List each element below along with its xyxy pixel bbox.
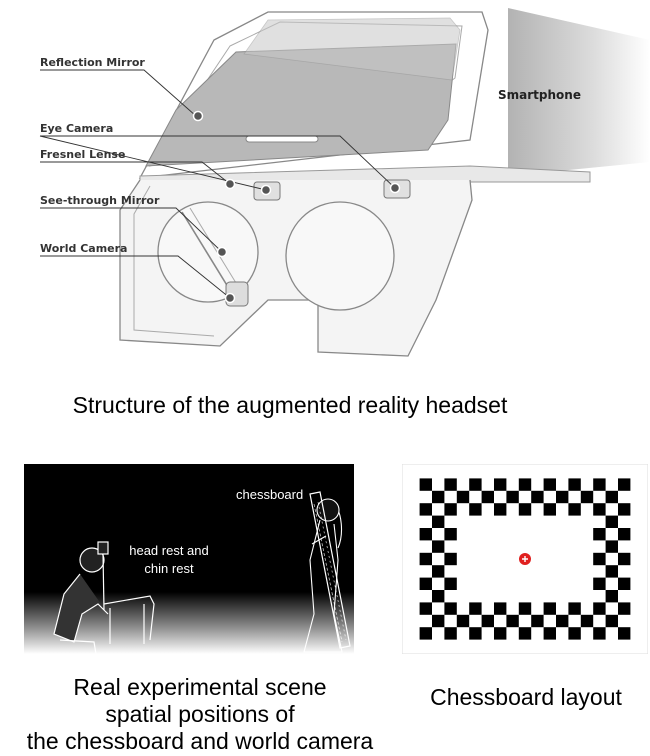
label-reflection-mirror: Reflection Mirror bbox=[40, 56, 145, 69]
chess-square bbox=[494, 503, 506, 515]
chess-square bbox=[506, 491, 518, 503]
chess-square bbox=[568, 478, 580, 490]
chess-square bbox=[482, 491, 494, 503]
chess-square bbox=[420, 602, 432, 614]
chess-square bbox=[432, 540, 444, 552]
chess-square bbox=[618, 478, 630, 490]
chess-square bbox=[444, 528, 456, 540]
chess-square bbox=[420, 578, 432, 590]
label-fresnel-lense: Fresnel Lense bbox=[40, 148, 125, 161]
chess-square bbox=[420, 503, 432, 515]
chess-square bbox=[593, 602, 605, 614]
chess-square bbox=[606, 540, 618, 552]
chess-square bbox=[432, 615, 444, 627]
chess-square bbox=[544, 602, 556, 614]
chess-square bbox=[432, 491, 444, 503]
experimental-scene: chessboard head rest and chin rest bbox=[24, 464, 354, 654]
board-caption: Chessboard layout bbox=[402, 684, 650, 711]
chess-square bbox=[618, 602, 630, 614]
chess-square bbox=[444, 553, 456, 565]
chess-square bbox=[556, 615, 568, 627]
chess-square bbox=[618, 578, 630, 590]
chess-square bbox=[618, 528, 630, 540]
chess-square bbox=[606, 491, 618, 503]
chess-square bbox=[444, 602, 456, 614]
chess-square bbox=[506, 615, 518, 627]
chess-square bbox=[420, 528, 432, 540]
chess-square bbox=[544, 627, 556, 639]
chess-square bbox=[593, 553, 605, 565]
right-eye-lens bbox=[286, 202, 394, 310]
chess-square bbox=[544, 503, 556, 515]
chess-square bbox=[469, 503, 481, 515]
chess-square bbox=[482, 615, 494, 627]
chess-square bbox=[606, 565, 618, 577]
chess-square bbox=[494, 478, 506, 490]
chess-square bbox=[593, 578, 605, 590]
chess-square bbox=[420, 553, 432, 565]
chess-square bbox=[457, 615, 469, 627]
chess-square bbox=[494, 602, 506, 614]
chess-square bbox=[618, 503, 630, 515]
chess-square bbox=[444, 503, 456, 515]
chess-square bbox=[444, 578, 456, 590]
chess-square bbox=[432, 516, 444, 528]
chess-square bbox=[593, 528, 605, 540]
chess-square bbox=[469, 478, 481, 490]
chess-square bbox=[531, 491, 543, 503]
chess-square bbox=[469, 627, 481, 639]
chess-square bbox=[420, 627, 432, 639]
chess-square bbox=[469, 602, 481, 614]
chess-square bbox=[606, 516, 618, 528]
chess-square bbox=[519, 627, 531, 639]
headrest-label: head rest and chin rest bbox=[114, 542, 224, 578]
chess-square bbox=[457, 491, 469, 503]
chessboard-label: chessboard bbox=[236, 486, 303, 504]
label-world-camera: World Camera bbox=[40, 242, 127, 255]
label-smartphone: Smartphone bbox=[498, 88, 581, 102]
chess-square bbox=[568, 627, 580, 639]
headset-diagram: Reflection Mirror Eye Camera Fresnel Len… bbox=[0, 0, 650, 370]
chessboard-pattern bbox=[402, 464, 648, 654]
chess-square bbox=[606, 590, 618, 602]
chess-square bbox=[432, 590, 444, 602]
label-eye-camera: Eye Camera bbox=[40, 122, 113, 135]
chess-square bbox=[593, 478, 605, 490]
chess-square bbox=[544, 478, 556, 490]
headset-caption: Structure of the augmented reality heads… bbox=[0, 392, 580, 419]
scene-caption: Real experimental scene spatial position… bbox=[0, 674, 400, 755]
chess-square bbox=[519, 602, 531, 614]
chess-square bbox=[519, 503, 531, 515]
chess-square bbox=[556, 491, 568, 503]
chess-square bbox=[581, 491, 593, 503]
chess-square bbox=[444, 478, 456, 490]
chess-square bbox=[420, 478, 432, 490]
chess-square bbox=[519, 478, 531, 490]
chess-square bbox=[618, 553, 630, 565]
label-see-through-mirror: See-through Mirror bbox=[40, 194, 159, 207]
chess-square bbox=[568, 602, 580, 614]
chess-square bbox=[593, 627, 605, 639]
chess-square bbox=[531, 615, 543, 627]
chessboard-layout bbox=[402, 464, 648, 654]
chess-square bbox=[568, 503, 580, 515]
chess-square bbox=[444, 627, 456, 639]
chess-square bbox=[494, 627, 506, 639]
chess-square bbox=[581, 615, 593, 627]
chess-square bbox=[432, 565, 444, 577]
chess-square bbox=[618, 627, 630, 639]
chess-square bbox=[593, 503, 605, 515]
chess-square bbox=[606, 615, 618, 627]
